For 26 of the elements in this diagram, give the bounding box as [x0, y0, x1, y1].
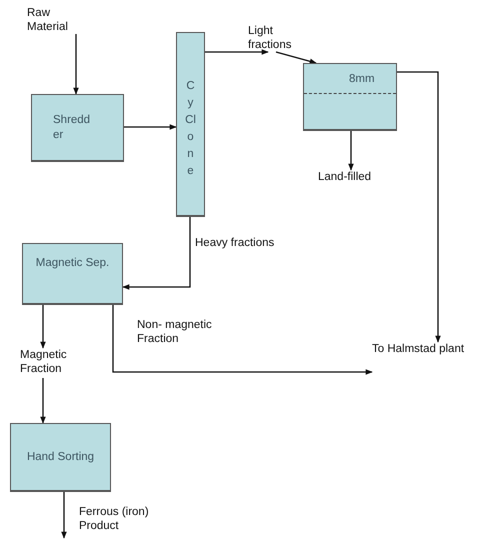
flow-arrow: [122, 217, 191, 290]
column-label: C y Cl o n e: [184, 79, 197, 179]
flow-arrow: [40, 305, 46, 349]
flow-arrow: [276, 51, 317, 64]
flow-arrow: [112, 305, 373, 375]
flow-arrow: [205, 49, 269, 55]
process-column: [176, 32, 205, 217]
stream-label: Land-filled: [318, 170, 372, 184]
stream-label: Raw Material: [27, 6, 69, 34]
process-box: [31, 94, 124, 162]
flow-arrow: [40, 378, 46, 424]
stream-label: Light fractions: [248, 24, 292, 52]
stream-label: To Halmstad plant: [372, 342, 466, 356]
box-label: 8mm: [349, 72, 375, 87]
flow-arrow: [73, 34, 79, 95]
process-box: [303, 63, 397, 131]
flow-arrow: [348, 131, 354, 171]
flow-arrow: [61, 492, 67, 539]
flow-arrow: [124, 124, 177, 130]
box-label: Shredd er: [53, 113, 92, 143]
box-label: Hand Sorting: [26, 450, 96, 465]
stream-label: Magnetic Fraction: [20, 348, 68, 376]
flow-arrow: [397, 71, 441, 343]
process-box: [22, 243, 123, 305]
box-label: Magnetic Sep.: [34, 256, 110, 271]
process-box: [10, 423, 111, 492]
